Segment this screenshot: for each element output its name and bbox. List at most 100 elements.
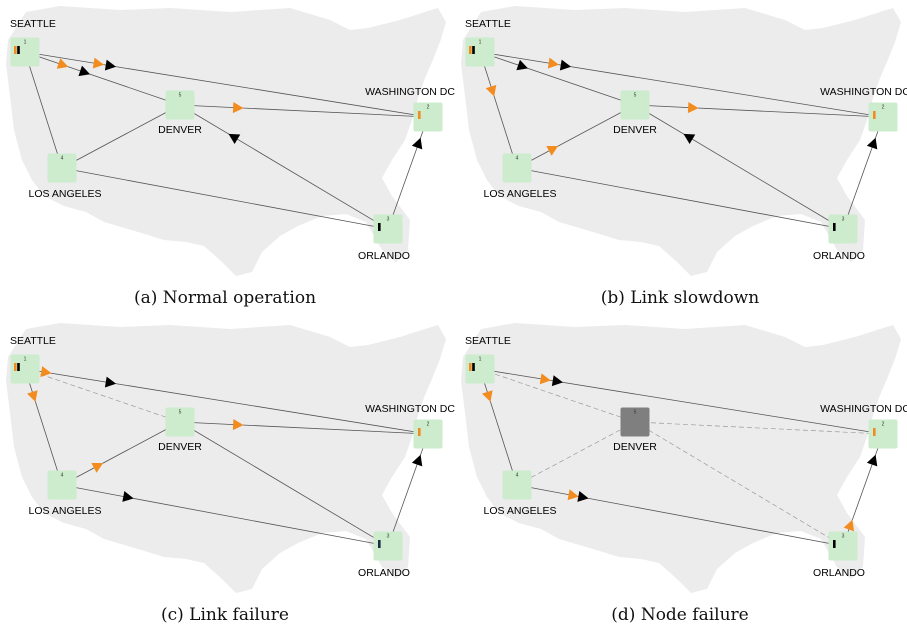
queue-bar [833, 223, 836, 231]
queue-bar [14, 363, 17, 371]
node-id-label: 5 [634, 410, 637, 416]
queue-bar [469, 363, 472, 371]
packet-black [866, 454, 878, 467]
packet-orange [56, 58, 69, 69]
link-1-2 [24, 51, 429, 118]
link-1-4 [479, 51, 518, 169]
city-label-los-angeles: LOS ANGELES [29, 505, 102, 517]
queue-bar [17, 363, 20, 371]
queue-bar [472, 46, 475, 54]
link-5-3 [179, 104, 389, 230]
city-label-seattle: SEATTLE [10, 335, 56, 347]
city-label-seattle: SEATTLE [465, 335, 511, 347]
link-4-5 [516, 104, 636, 169]
node-2 [868, 102, 898, 132]
packet-orange [92, 57, 104, 69]
node-2 [413, 102, 443, 132]
node-id-label: 2 [882, 105, 885, 111]
packet-black [559, 59, 572, 71]
link-5-2 [179, 104, 429, 118]
packet-orange [567, 489, 579, 501]
city-label-denver: DENVER [158, 124, 202, 136]
node-id-label: 1 [24, 40, 27, 46]
queue-bar [833, 540, 836, 548]
link-1-4 [24, 368, 63, 486]
packet-orange [687, 102, 699, 114]
caption-c: (c) Link failure [160, 605, 289, 625]
city-label-seattle: SEATTLE [10, 18, 56, 30]
city-label-washington-dc: WASHINGTON DC [820, 86, 907, 98]
queue-bar [418, 111, 421, 119]
node-3 [828, 214, 858, 244]
node-4 [502, 470, 532, 500]
queue-bar [17, 46, 20, 54]
node-3 [373, 214, 403, 244]
city-label-denver: DENVER [613, 124, 657, 136]
link-3-2 [842, 116, 884, 230]
packet-black [228, 133, 241, 144]
packet-orange [232, 102, 244, 114]
queue-bar [378, 540, 381, 548]
queue-bar [378, 223, 381, 231]
link-1-5-failed [24, 368, 181, 423]
packet-black [104, 59, 117, 71]
link-1-4 [479, 368, 518, 486]
node-id-label: 3 [387, 217, 390, 223]
city-label-orlando: ORLANDO [358, 250, 410, 262]
packet-black [516, 59, 528, 71]
link-4-3 [61, 167, 389, 230]
packet-orange [485, 84, 497, 97]
link-4-5 [61, 104, 181, 169]
link-4-5 [61, 421, 181, 486]
packet-orange [546, 146, 559, 156]
packet-orange [843, 519, 855, 532]
link-3-2 [387, 433, 429, 547]
city-label-los-angeles: LOS ANGELES [484, 188, 557, 200]
link-5-3 [179, 421, 389, 547]
node-id-label: 3 [387, 534, 390, 540]
node-id-label: 1 [479, 357, 482, 363]
packet-orange [232, 419, 244, 431]
node-4 [47, 153, 77, 183]
city-label-orlando: ORLANDO [358, 567, 410, 579]
link-1-2 [24, 368, 429, 435]
caption-a: (a) Normal operation [133, 288, 317, 308]
node-1 [465, 354, 495, 384]
node-5 [620, 90, 650, 120]
city-label-washington-dc: WASHINGTON DC [365, 86, 455, 98]
link-1-5 [479, 51, 636, 106]
link-1-4 [24, 51, 63, 169]
us-map-silhouette [461, 323, 901, 593]
link-5-2 [179, 421, 429, 435]
link-4-5-failed [516, 421, 636, 486]
queue-bar [472, 363, 475, 371]
link-5-3 [634, 104, 844, 230]
node-id-label: 2 [427, 422, 430, 428]
packet-black [551, 375, 563, 387]
node-id-label: 5 [634, 93, 637, 99]
packet-black [866, 137, 878, 150]
packet-black [577, 491, 589, 502]
node-1 [10, 354, 40, 384]
link-5-3-failed [634, 421, 844, 547]
node-1 [10, 37, 40, 67]
link-4-3 [516, 167, 844, 230]
city-label-orlando: ORLANDO [813, 567, 865, 579]
node-id-label: 3 [842, 534, 845, 540]
queue-bar [14, 46, 17, 54]
packet-orange [482, 390, 493, 402]
city-label-denver: DENVER [613, 441, 657, 453]
packet-black [411, 137, 423, 150]
node-id-label: 5 [179, 410, 182, 416]
queue-bar [873, 111, 876, 119]
link-5-2 [634, 104, 884, 118]
packet-black [683, 133, 696, 144]
packet-orange [40, 366, 52, 378]
caption-b: (b) Link slowdown [600, 288, 760, 308]
